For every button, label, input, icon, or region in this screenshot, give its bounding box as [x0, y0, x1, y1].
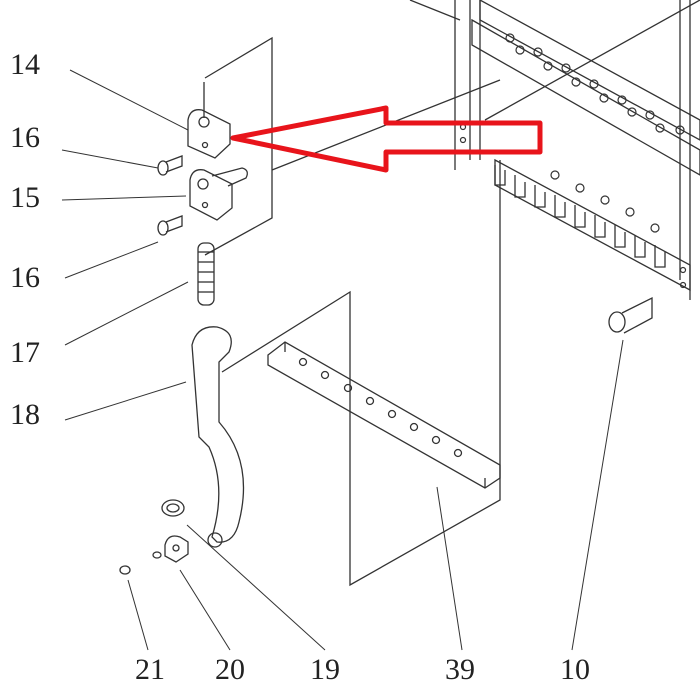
screw-16 [157, 155, 183, 236]
bar-39 [267, 341, 501, 489]
part-label-39: 39 [445, 653, 475, 686]
part-15-block [189, 167, 248, 221]
rack-teeth [494, 165, 666, 268]
part-label-17: 17 [10, 336, 40, 369]
bolt-10 [608, 296, 653, 334]
part-label-10: 10 [560, 653, 590, 686]
part-20 [152, 535, 189, 563]
rack-holes [459, 33, 687, 289]
lever-18 [161, 326, 245, 548]
spring-17 [197, 242, 215, 306]
part-21 [119, 565, 131, 575]
part-label-18: 18 [10, 398, 40, 431]
highlight-arrow [230, 105, 543, 173]
part-label-16: 16 [10, 261, 40, 294]
part-label-15: 15 [10, 181, 40, 214]
part-14-block [187, 82, 231, 159]
part-label-14: 14 [10, 48, 40, 81]
lower-panel-outline [221, 160, 501, 587]
part-label-19: 19 [310, 653, 340, 686]
leader-lines [61, 69, 624, 651]
part-label-21: 21 [135, 653, 165, 686]
part-label-20: 20 [215, 653, 245, 686]
part-label-16: 16 [10, 121, 40, 154]
